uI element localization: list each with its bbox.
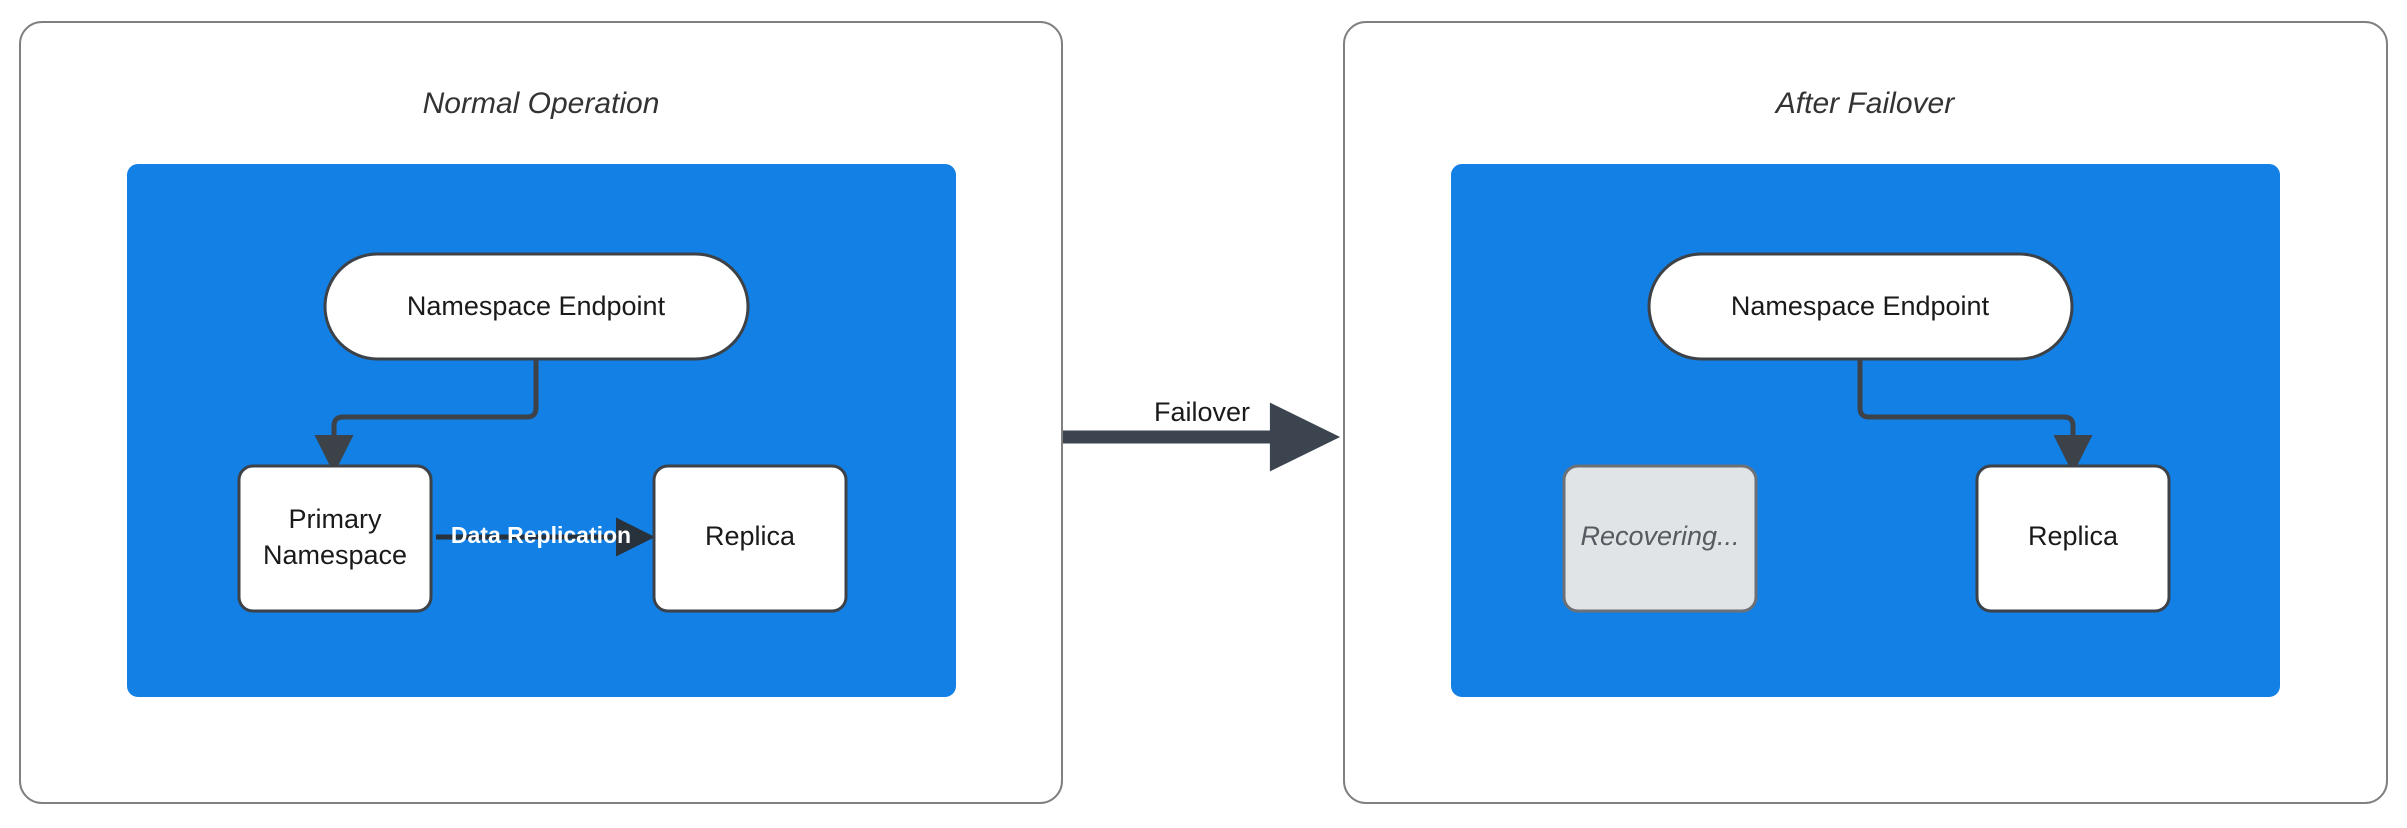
zone-normal-operation [127,164,956,697]
node-ns-endpoint-left-label: Namespace Endpoint [407,291,666,321]
edge-primary-to-replica: Data Replication [436,517,655,557]
node-recovering-namespace-shape [1562,464,1758,613]
node-replica-left-label: Replica [705,521,796,551]
edge-endpoint-to-replica [1857,359,2093,474]
node-recovering-namespace[interactable]: Recovering... [1562,464,1758,613]
panel-normal-operation: Normal Operation Namespace Endpoint Prim… [19,21,1063,804]
node-primary-namespace-label-line1: Primary [289,504,382,534]
panel-after-failover: After Failover Namespace Endpoint Recove… [1343,21,2388,804]
node-ns-endpoint-right[interactable]: Namespace Endpoint [1647,252,2074,361]
edge-endpoint-to-primary [314,359,539,474]
failover-transition: Failover [1063,397,1341,472]
node-replica-left[interactable]: Replica [652,464,848,613]
node-ns-endpoint-left[interactable]: Namespace Endpoint [323,252,750,361]
node-ns-endpoint-left-shape [323,252,750,361]
panel-after-failover-title: After Failover [1774,87,1955,120]
panel-normal-operation-title: Normal Operation [423,87,660,120]
node-primary-namespace[interactable]: Primary Namespace [237,464,433,613]
node-primary-namespace-label-line2: Namespace [263,540,407,570]
node-replica-right-shape [1975,464,2171,613]
failover-transition-label: Failover [1154,397,1250,427]
node-primary-namespace-shape [237,464,433,613]
node-recovering-namespace-label: Recovering... [1580,521,1739,551]
zone-after-failover [1451,164,2280,697]
node-replica-left-shape [652,464,848,613]
node-replica-right-label: Replica [2028,521,2119,551]
node-ns-endpoint-right-label: Namespace Endpoint [1731,291,1990,321]
node-ns-endpoint-right-shape [1647,252,2074,361]
node-replica-right[interactable]: Replica [1975,464,2171,613]
edge-primary-to-replica-label: Data Replication [451,522,631,548]
